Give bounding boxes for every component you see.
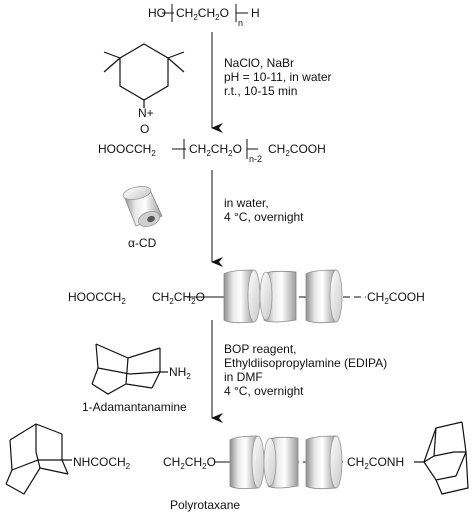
peg-ch-2: CH bbox=[197, 6, 216, 20]
step1-condition-1: NaClO, NaBr bbox=[224, 56, 295, 70]
acid-repeat-n: n-2 bbox=[249, 154, 263, 164]
step3-condition-4: 4 °C, overnight bbox=[224, 384, 304, 398]
peg-repeat-n: n bbox=[238, 18, 244, 28]
tempo-structure bbox=[103, 43, 185, 108]
peg-sub-2a: 2 bbox=[193, 13, 198, 22]
step3-conditions: BOP reagent, Ethyldiisopropylamine (EDIP… bbox=[224, 342, 387, 398]
adamantanamine-structure bbox=[91, 343, 168, 395]
step1-condition-3: r.t., 10-15 min bbox=[224, 84, 298, 98]
step3-condition-1: BOP reagent, bbox=[224, 342, 297, 356]
alpha-cd-label: α-CD bbox=[128, 236, 157, 250]
amine-nh2: NH2 bbox=[169, 365, 191, 381]
step2-condition-1: in water, bbox=[224, 196, 269, 210]
product-mid-group: CH2CH2O bbox=[163, 455, 216, 471]
product-cd-rings bbox=[229, 435, 343, 490]
adamantanamine-label: 1-Adamantanamine bbox=[82, 400, 187, 414]
tempo-oxygen: O bbox=[140, 122, 150, 136]
step3-condition-3: in DMF bbox=[224, 370, 263, 384]
product-right-adamantyl bbox=[414, 421, 469, 495]
inclusion-left-group: HOOCCH2 bbox=[68, 290, 126, 306]
peg-o: O bbox=[219, 6, 229, 20]
peg-sub-2b: 2 bbox=[215, 13, 220, 22]
peg-end-h: H bbox=[251, 6, 260, 20]
acid-right-group: CH2COOH bbox=[268, 142, 326, 158]
acid-brackets bbox=[172, 139, 258, 159]
peg-brackets bbox=[162, 4, 248, 22]
step3-condition-2: Ethyldiisopropylamine (EDIPA) bbox=[224, 356, 388, 370]
product-left-adamantyl bbox=[5, 423, 72, 495]
tempo-n-plus: N+ bbox=[138, 106, 154, 120]
acid-repeat-unit: CH2CH2O bbox=[189, 142, 242, 158]
inclusion-mid-group: CH2CH2O bbox=[152, 290, 205, 306]
product-right-group: CH2CONH bbox=[347, 455, 405, 471]
step2-condition-2: 4 °C, overnight bbox=[224, 210, 304, 224]
alpha-cd-icon bbox=[122, 186, 163, 227]
step2-conditions: in water, 4 °C, overnight bbox=[224, 196, 304, 224]
inclusion-cd-rings bbox=[223, 269, 343, 324]
step1-condition-2: pH = 10-11, in water bbox=[224, 70, 332, 84]
polyrotaxane-label: Polyrotaxane bbox=[170, 498, 241, 512]
peg-ch-1: CH bbox=[176, 6, 194, 20]
peg-start-label: HO bbox=[148, 6, 166, 20]
acid-left-group: HOOCCH2 bbox=[98, 142, 156, 158]
step1-conditions: NaClO, NaBr pH = 10-11, in water r.t., 1… bbox=[224, 56, 332, 98]
peg-repeat-unit: CH2CH2O bbox=[176, 6, 229, 22]
product-left-group: NHCOCH2 bbox=[73, 455, 131, 471]
peg-ho: HO bbox=[148, 6, 166, 20]
inclusion-right-group: CH2COOH bbox=[367, 290, 425, 306]
